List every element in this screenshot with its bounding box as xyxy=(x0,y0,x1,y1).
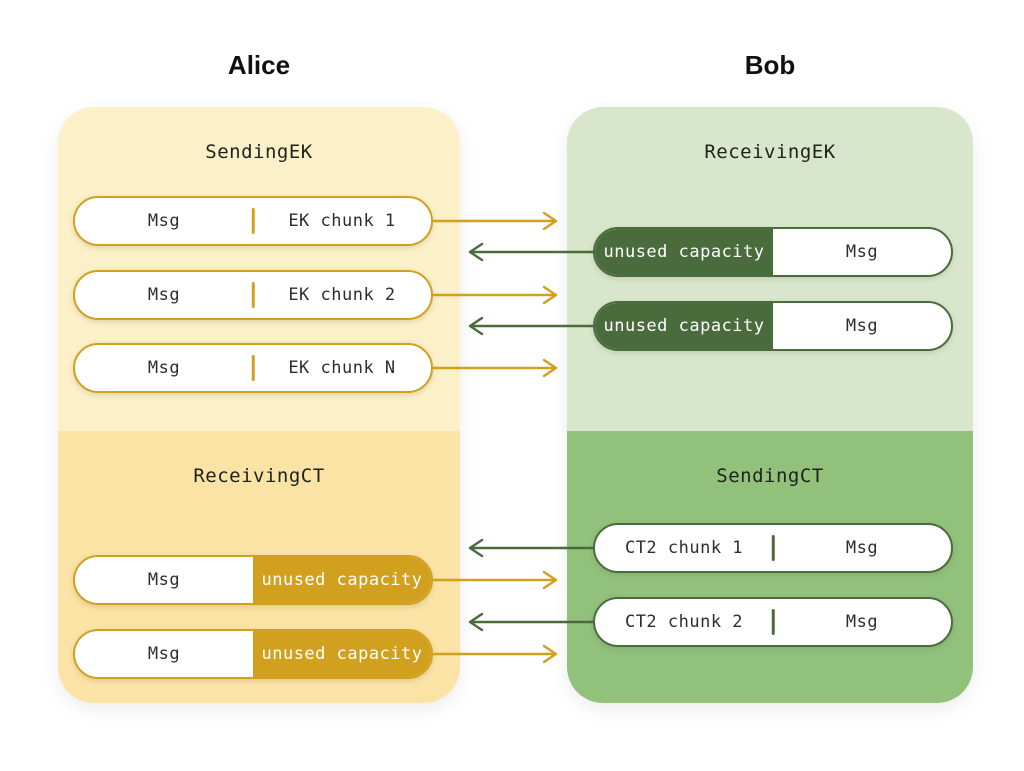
pill-msg-label: Msg xyxy=(147,358,181,378)
pill-divider xyxy=(771,535,775,561)
pill-unused-capacity-label: unused capacity xyxy=(253,557,431,603)
pill-divider xyxy=(771,609,775,635)
pill-msg-label: Msg xyxy=(845,538,879,558)
pill-sendingct-chunk-2: CT2 chunk 2 Msg xyxy=(593,597,953,647)
pill-unused-capacity-label: unused capacity xyxy=(595,303,773,349)
pill-sendingek-chunk-2: Msg EK chunk 2 xyxy=(73,270,433,320)
pill-ct2-chunk-label: CT2 chunk 1 xyxy=(624,538,744,558)
pill-sendingct-chunk-1: CT2 chunk 1 Msg xyxy=(593,523,953,573)
panel-title-sending-ct: SendingCT xyxy=(716,465,824,487)
pill-msg-label: Msg xyxy=(147,570,181,590)
pill-msg-label: Msg xyxy=(845,242,879,262)
arrow-alice-to-bob-icon xyxy=(433,358,558,378)
arrow-bob-to-alice-icon xyxy=(468,612,595,632)
pill-sendingek-chunk-1: Msg EK chunk 1 xyxy=(73,196,433,246)
pill-receivingct-2: Msg unused capacity xyxy=(73,629,433,679)
actor-title-alice: Alice xyxy=(227,50,291,80)
pill-receivingct-1: Msg unused capacity xyxy=(73,555,433,605)
pill-receivingek-1: unused capacity Msg xyxy=(593,227,953,277)
pill-msg-label: Msg xyxy=(147,285,181,305)
pill-msg-label: Msg xyxy=(845,612,879,632)
pill-ek-chunk-label: EK chunk 1 xyxy=(288,211,396,231)
arrow-alice-to-bob-icon xyxy=(433,570,558,590)
pill-ct2-chunk-label: CT2 chunk 2 xyxy=(624,612,744,632)
arrow-alice-to-bob-icon xyxy=(433,211,558,231)
arrow-bob-to-alice-icon xyxy=(468,316,595,336)
pill-divider xyxy=(251,355,255,381)
pill-msg-label: Msg xyxy=(845,316,879,336)
pill-msg-label: Msg xyxy=(147,644,181,664)
pill-unused-capacity-label: unused capacity xyxy=(595,229,773,275)
pill-divider xyxy=(251,208,255,234)
pill-msg-label: Msg xyxy=(147,211,181,231)
pill-receivingek-2: unused capacity Msg xyxy=(593,301,953,351)
panel-title-receiving-ct: ReceivingCT xyxy=(193,465,325,487)
pill-ek-chunk-label: EK chunk 2 xyxy=(288,285,396,305)
arrow-alice-to-bob-icon xyxy=(433,285,558,305)
arrow-alice-to-bob-icon xyxy=(433,644,558,664)
panel-title-receiving-ek: ReceivingEK xyxy=(704,141,836,163)
pill-divider xyxy=(251,282,255,308)
arrow-bob-to-alice-icon xyxy=(468,538,595,558)
pill-unused-capacity-label: unused capacity xyxy=(253,631,431,677)
pill-ek-chunk-label: EK chunk N xyxy=(288,358,396,378)
panel-title-sending-ek: SendingEK xyxy=(205,141,313,163)
arrow-bob-to-alice-icon xyxy=(468,242,595,262)
actor-title-bob: Bob xyxy=(744,50,796,80)
pill-sendingek-chunk-n: Msg EK chunk N xyxy=(73,343,433,393)
